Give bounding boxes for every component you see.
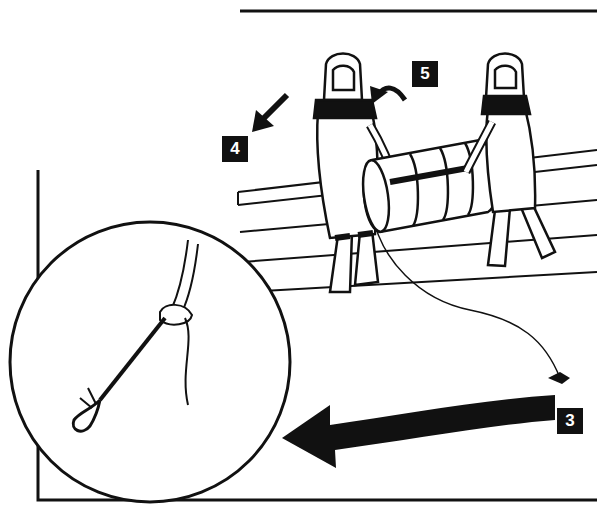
- callout-number: 4: [222, 136, 248, 162]
- pull-direction-arrow: [282, 395, 555, 468]
- line-end: [548, 372, 570, 384]
- arrow-head: [252, 110, 274, 132]
- arrow-head: [370, 86, 388, 104]
- painter-line: [372, 212, 560, 378]
- hand-pulling-line: [73, 240, 198, 431]
- callout-number: 5: [412, 61, 438, 87]
- direction-arrow: [262, 95, 287, 120]
- callout-number: 3: [557, 408, 583, 434]
- person-right: [466, 54, 555, 267]
- detail-inset: [10, 222, 290, 502]
